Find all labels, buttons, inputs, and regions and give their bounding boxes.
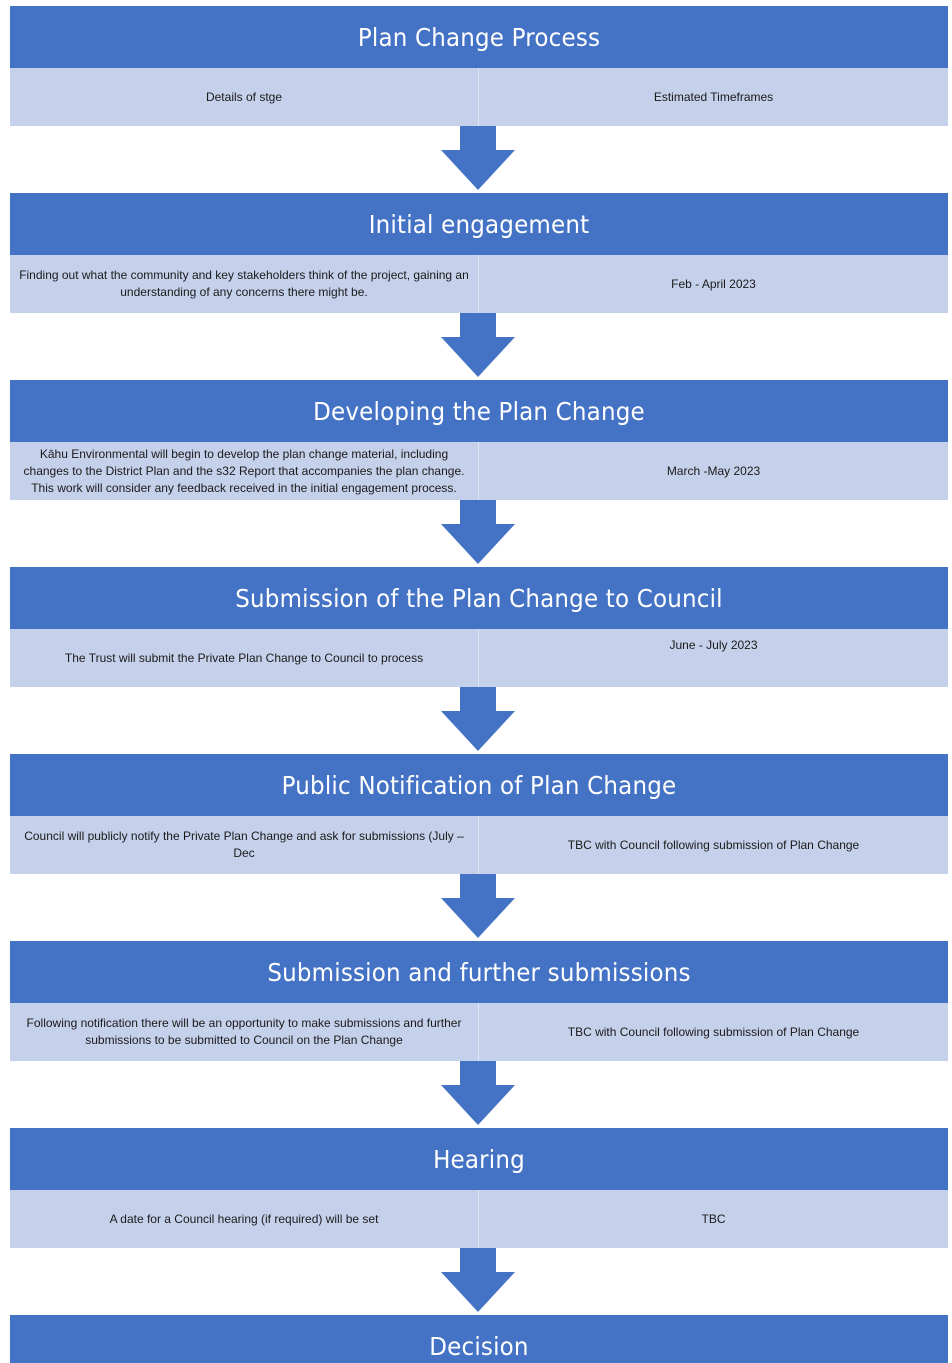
stage-title: Submission and further submissions — [47, 941, 911, 1003]
stage-public-notification: Public Notification of Plan Change Counc… — [10, 754, 948, 874]
down-arrow-icon — [441, 1248, 515, 1312]
stage-timeframe: TBC — [701, 1211, 726, 1226]
stage-details: Kāhu Environmental will begin to develop… — [10, 442, 479, 500]
stage-submission-to-council: Submission of the Plan Change to Council… — [10, 567, 948, 687]
down-arrow-icon — [441, 1061, 515, 1125]
stage-title: Initial engagement — [47, 193, 911, 255]
stage-hearing: Hearing A date for a Council hearing (if… — [10, 1128, 948, 1248]
down-arrow-icon — [441, 126, 515, 190]
stage-developing-plan-change: Developing the Plan Change Kāhu Environm… — [10, 380, 948, 500]
stage-timeframe: Feb - April 2023 — [671, 276, 756, 291]
down-arrow-icon — [441, 874, 515, 938]
stage-initial-engagement: Initial engagement Finding out what the … — [10, 193, 948, 313]
stage-decision: Decision — [10, 1315, 948, 1363]
stage-title: Decision — [47, 1315, 911, 1363]
stage-submissions: Submission and further submissions Follo… — [10, 941, 948, 1061]
stage-plan-change-process: Plan Change Process Details of stge Esti… — [10, 6, 948, 126]
stage-title: Plan Change Process — [47, 6, 911, 68]
stage-title: Public Notification of Plan Change — [47, 754, 911, 816]
stage-title: Hearing — [47, 1128, 911, 1190]
stage-timeframe: TBC with Council following submission of… — [567, 837, 860, 852]
stage-timeframe: TBC with Council following submission of… — [567, 1024, 860, 1039]
down-arrow-icon — [441, 313, 515, 377]
stage-timeframe: March -May 2023 — [666, 463, 761, 478]
stage-details: Finding out what the community and key s… — [10, 255, 479, 313]
down-arrow-icon — [441, 500, 515, 564]
stage-details: The Trust will submit the Private Plan C… — [10, 629, 479, 687]
stage-details: Following notification there will be an … — [10, 1003, 479, 1061]
stage-timeframe: June - July 2023 — [669, 638, 758, 652]
stage-title: Submission of the Plan Change to Council — [47, 567, 911, 629]
stage-title: Developing the Plan Change — [47, 380, 911, 442]
stage-timeframe: Estimated Timeframes — [653, 89, 774, 104]
down-arrow-icon — [441, 687, 515, 751]
stage-details: Details of stge — [10, 68, 479, 126]
stage-details: A date for a Council hearing (if require… — [10, 1190, 479, 1248]
stage-details: Council will publicly notify the Private… — [10, 816, 479, 874]
